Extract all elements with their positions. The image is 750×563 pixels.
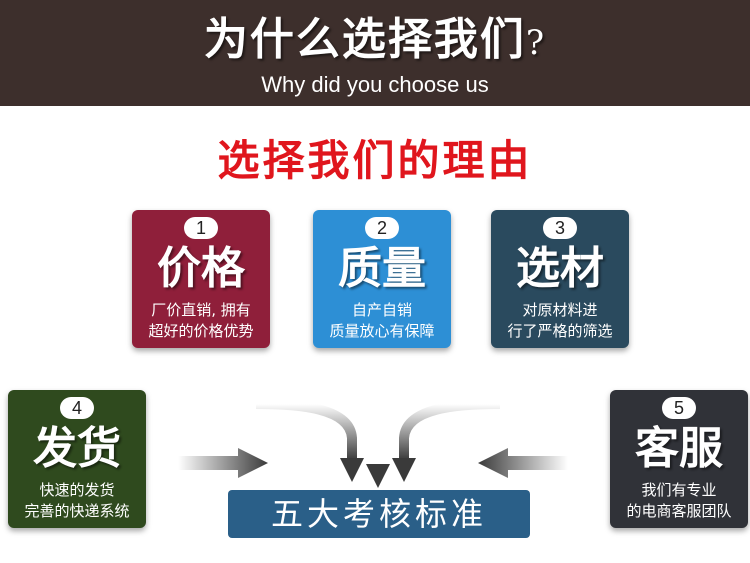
card-number-badge: 4 [60, 397, 94, 419]
card-description: 对原材料进行了严格的筛选 [507, 301, 613, 340]
card-number-badge: 2 [365, 217, 399, 239]
card-quality: 2 质量 自产自销质量放心有保障 [313, 210, 451, 348]
card-description: 厂价直销, 拥有超好的价格优势 [148, 301, 254, 340]
card-number-badge: 1 [184, 217, 218, 239]
card-title: 发货 [33, 423, 121, 474]
card-service: 5 客服 我们有专业的电商客服团队 [610, 390, 748, 528]
card-shipping: 4 发货 快速的发货完善的快递系统 [8, 390, 146, 528]
header-banner: 为什么选择我们? Why did you choose us [0, 0, 750, 106]
card-description: 快速的发货完善的快递系统 [24, 481, 130, 520]
page-title: 为什么选择我们? [203, 14, 547, 65]
card-price: 1 价格 厂价直销, 拥有超好的价格优势 [132, 210, 270, 348]
card-description: 我们有专业的电商客服团队 [626, 481, 732, 520]
card-title: 价格 [157, 243, 245, 294]
card-number-badge: 3 [543, 217, 577, 239]
card-title: 选材 [516, 243, 604, 294]
card-title: 客服 [635, 423, 723, 474]
card-number-badge: 5 [662, 397, 696, 419]
card-material: 3 选材 对原材料进行了严格的筛选 [491, 210, 629, 348]
standards-banner: 五大考核标准 [228, 490, 530, 538]
arrows-down-icon [255, 399, 501, 488]
card-description: 自产自销质量放心有保障 [329, 301, 435, 340]
reasons-heading: 选择我们的理由 [217, 136, 533, 185]
arrow-right-icon [178, 448, 268, 478]
card-title: 质量 [338, 243, 426, 294]
page-subtitle: Why did you choose us [261, 72, 489, 97]
arrow-left-icon [478, 448, 568, 478]
